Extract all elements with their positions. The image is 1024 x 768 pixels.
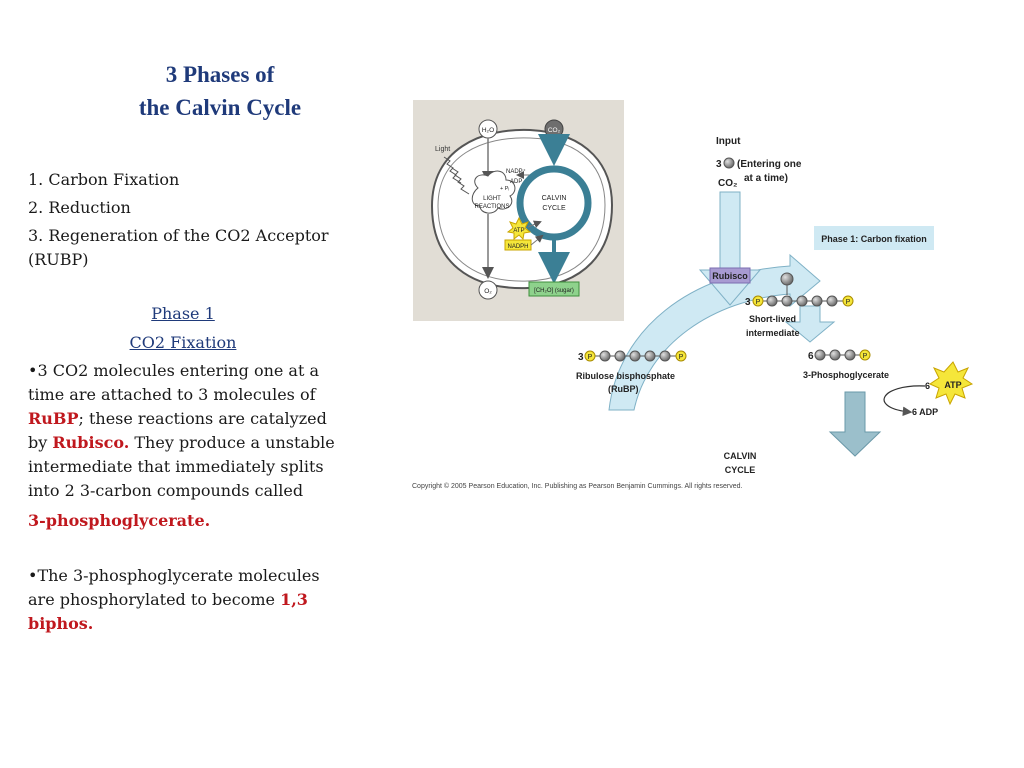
- pg-count: 6: [808, 351, 814, 362]
- phase-list: 1. Carbon Fixation 2. Reduction 3. Regen…: [28, 168, 338, 272]
- calvin-line-1: CALVIN: [542, 195, 567, 202]
- calvin-label-1: CALVIN: [724, 451, 757, 461]
- co2-molecule-icon: [780, 272, 794, 286]
- o2-circle: [478, 280, 498, 300]
- light-reactions-line-1: LIGHT: [483, 196, 501, 202]
- bullet-1-text-c: They produce a unstable intermediate tha…: [28, 433, 335, 500]
- light-reactions-shape: [471, 170, 516, 214]
- pg-label: 3-Phosphoglycerate: [803, 370, 889, 380]
- input-co2-label: CO₂: [718, 178, 737, 189]
- phosphoglycerate-term: 3-phosphoglycerate.: [28, 511, 211, 530]
- calvin-cycle-ring: [516, 165, 592, 241]
- list-item: 1. Carbon Fixation: [28, 170, 180, 189]
- phosphate-icon: [859, 349, 871, 361]
- carbon-icon: [811, 295, 823, 307]
- phosphate-icon: [675, 350, 687, 362]
- phase-label-link[interactable]: Phase 1: [151, 304, 215, 323]
- sugar-box: [528, 281, 580, 297]
- carbon-icon: [826, 295, 838, 307]
- intermediate-count: 3: [745, 297, 751, 308]
- carbon-icon: [629, 350, 641, 362]
- atp-count: 6: [925, 381, 930, 391]
- light-wave-icon: [443, 156, 462, 184]
- split-arrow: [784, 305, 836, 343]
- phosphate-icon: [752, 295, 764, 307]
- nadph-arrow: [530, 234, 544, 246]
- light-reactions-line-2: REACTIONS: [474, 204, 509, 210]
- phosphate-icon: [584, 350, 596, 362]
- phosphate-label: P: [679, 354, 684, 361]
- carbon-icon: [644, 350, 656, 362]
- atp-arrow: [527, 220, 542, 228]
- carbon-icon: [844, 349, 856, 361]
- carbon-icon: [614, 350, 626, 362]
- phase-name-link[interactable]: CO2 Fixation: [129, 333, 237, 352]
- phase-box-label: Phase 1: Carbon fixation: [821, 234, 927, 244]
- sugar-label: [CH₂O] (sugar): [534, 288, 574, 294]
- co2-label: CO₂: [548, 127, 561, 134]
- bullet-2: •The 3-phosphoglycerate molecules are ph…: [28, 564, 338, 636]
- calvin-label-2: CYCLE: [725, 465, 756, 475]
- o2-label: O₂: [484, 288, 492, 295]
- atp-burst-icon: [928, 361, 974, 406]
- copyright-text: Copyright © 2005 Pearson Education, Inc.…: [412, 482, 742, 490]
- biphos-term: 1,3 biphos.: [28, 590, 308, 633]
- calvin-line-2: CYCLE: [542, 205, 566, 212]
- light-label: Light: [435, 146, 450, 153]
- atp-burst-icon: [506, 216, 532, 241]
- phosphate-label: P: [588, 354, 593, 361]
- short-lived-line-1: Short-lived: [749, 314, 796, 324]
- rubp-line-2: (RuBP): [608, 384, 639, 394]
- bullet-1: •3 CO2 molecules entering one at a time …: [28, 359, 338, 533]
- pi-label: + Pᵢ: [500, 186, 509, 192]
- down-arrow: [828, 391, 882, 457]
- carbon-icon: [599, 350, 611, 362]
- adp-label: 6 ADP: [912, 407, 938, 417]
- co2-count: 3: [716, 159, 722, 170]
- carbon-icon: [829, 349, 841, 361]
- carbon-icon: [781, 295, 793, 307]
- carbon-icon: [814, 349, 826, 361]
- co2-molecule-icon: [723, 157, 735, 169]
- chloroplast-inset: Light H₂O CO₂ LIGHT REACTIONS NADP⁺ ADP …: [413, 100, 624, 321]
- rubisco-label: Rubisco: [712, 271, 748, 281]
- rubp-count: 3: [578, 352, 584, 363]
- slide-title: 3 Phases of the Calvin Cycle: [110, 58, 330, 124]
- phosphate-label: P: [846, 299, 851, 306]
- rubisco-box: [709, 267, 751, 284]
- phosphate-icon: [842, 295, 854, 307]
- nadph-label: NADPH: [507, 244, 528, 250]
- atp-label: ATP: [513, 228, 524, 234]
- rubisco-term: Rubisco.: [52, 433, 130, 452]
- light-wave-icon: [451, 167, 470, 195]
- at-time-label: at a time): [744, 173, 788, 184]
- nadp-label: NADP⁺: [506, 168, 526, 175]
- phase1-diagram: Input 3 (Entering one at a time) CO₂ Pha…: [412, 136, 974, 490]
- input-label: Input: [716, 136, 741, 147]
- list-item: 2. Reduction: [28, 198, 131, 217]
- phase-heading: Phase 1 CO2 Fixation: [28, 302, 338, 355]
- bullet-1-text-b: ; these reactions are catalyzed by: [28, 409, 327, 452]
- bullet-1-text-a: •3 CO2 molecules entering one at a time …: [28, 361, 320, 404]
- carbon-icon: [766, 295, 778, 307]
- carbon-icon: [796, 295, 808, 307]
- phosphate-label: P: [863, 353, 868, 360]
- title-line-1: 3 Phases of: [165, 62, 275, 87]
- short-lived-line-2: intermediate: [746, 328, 800, 338]
- carbon-icon: [659, 350, 671, 362]
- entering-label: (Entering one: [737, 159, 802, 170]
- phase-box: [814, 226, 934, 250]
- h2o-label: H₂O: [482, 127, 494, 134]
- bullet-2-text-a: •The 3-phosphoglycerate molecules are ph…: [28, 566, 320, 609]
- atp-adp-arrow: [883, 385, 926, 417]
- list-item: 3. Regeneration of the CO2 Acceptor (RUB…: [28, 226, 329, 269]
- rubp-term: RuBP: [28, 409, 79, 428]
- phosphate-label: P: [756, 299, 761, 306]
- chloroplast-inner-membrane: [437, 137, 606, 282]
- title-line-2: the Calvin Cycle: [138, 95, 302, 120]
- atp-label: ATP: [944, 380, 961, 390]
- adp-label: ADP: [510, 179, 522, 185]
- rubp-line-1: Ribulose bisphosphate: [576, 371, 675, 381]
